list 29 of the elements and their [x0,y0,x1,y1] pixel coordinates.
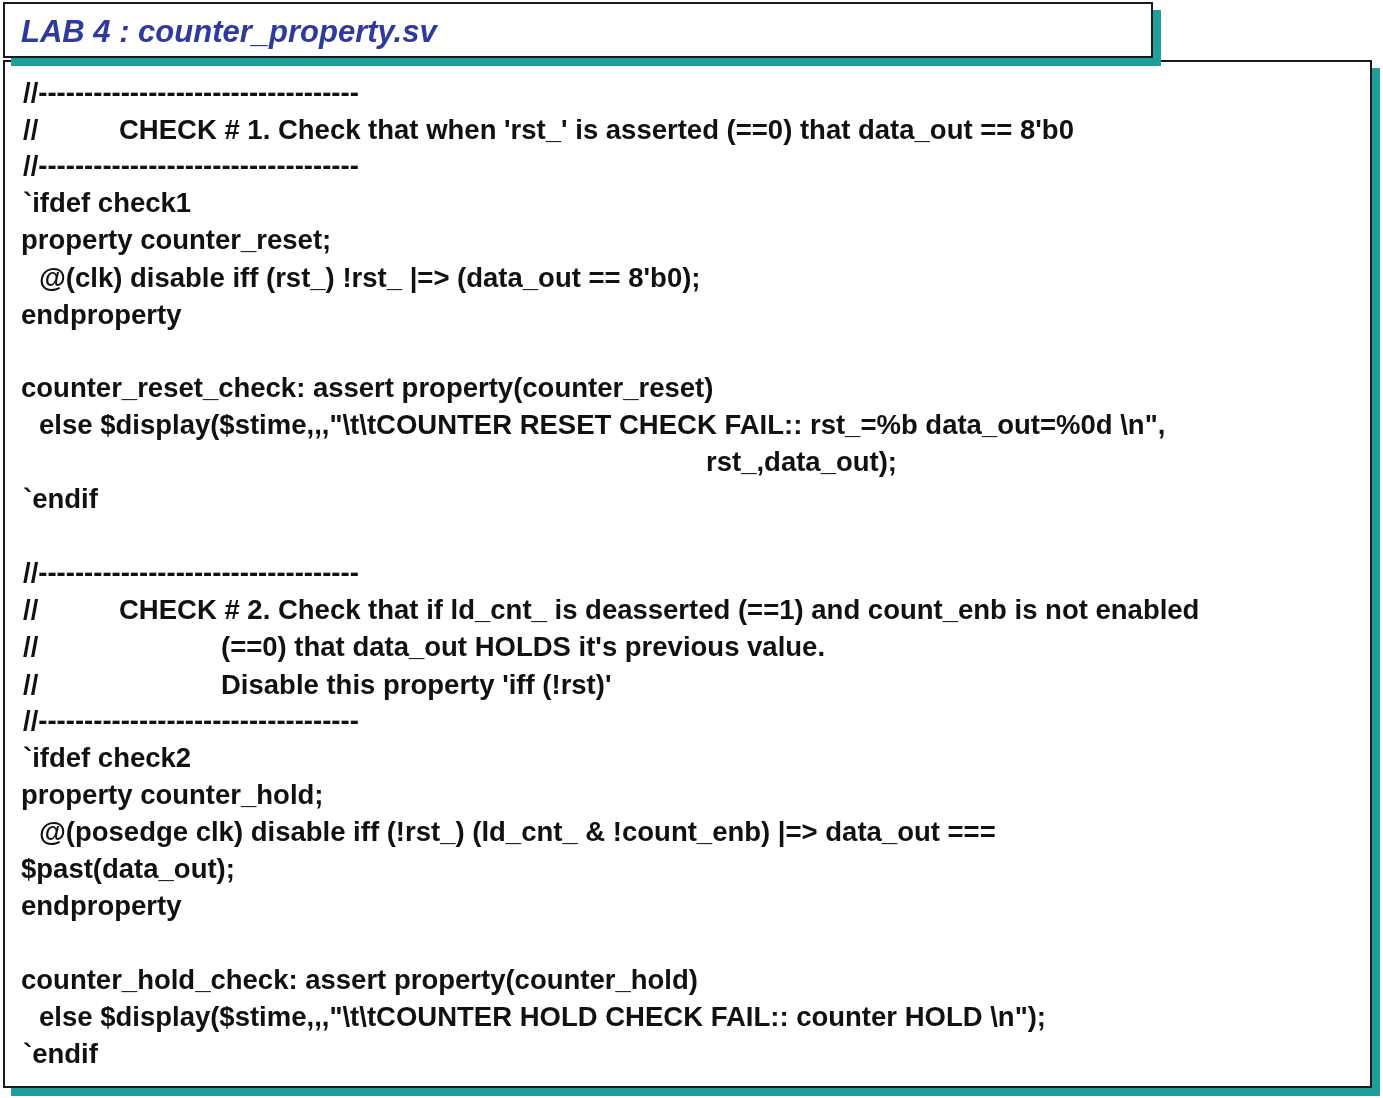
code-line: endproperty [21,298,182,332]
file-title: LAB 4 : counter_property.sv [21,14,437,50]
comment-line: CHECK # 1. Check that when 'rst_' is asserted (==0) that data_out == 8'b0 [119,113,1074,147]
code-line: `endif [23,1037,98,1071]
comment-line: //----------------------------------- [23,149,359,183]
comment-line: //----------------------------------- [23,556,359,590]
comment-line: //----------------------------------- [23,76,359,110]
code-line: `ifdef check2 [23,741,192,775]
comment-line: // [23,668,39,702]
comment-line: Disable this property 'iff (!rst)' [221,668,612,702]
comment-line: CHECK # 2. Check that if ld_cnt_ is deasserted (==1) and count_enb is not enabled [119,593,1200,627]
code-line: counter_hold_check: assert property(counter_hold) [21,963,698,997]
comment-line: // [23,593,39,627]
code-line: `endif [23,482,98,516]
comment-line: //----------------------------------- [23,704,359,738]
code-line: @(posedge clk) disable iff (!rst_) (ld_cnt_ & !count_enb) |=> data_out === [39,815,996,849]
code-line: property counter_hold; [21,778,324,812]
code-line: $past(data_out); [21,852,235,886]
code-line: `ifdef check1 [23,186,192,220]
code-line: else $display($stime,,,"\t\tCOUNTER HOLD CHECK FAIL:: counter HOLD \n"); [39,1000,1046,1034]
comment-line: // [23,113,39,147]
code-line: rst_,data_out); [706,445,897,479]
code-line: counter_reset_check: assert property(counter_reset) [21,371,714,405]
code-line: else $display($stime,,,"\t\tCOUNTER RESET CHECK FAIL:: rst_=%b data_out=%0d \n", [39,408,1166,442]
comment-line: // [23,630,39,664]
comment-line: (==0) that data_out HOLDS it's previous value. [221,630,826,664]
code-line: property counter_reset; [21,223,332,257]
code-line: @(clk) disable iff (rst_) !rst_ |=> (data_out == 8'b0); [39,261,701,295]
code-line: endproperty [21,889,182,923]
